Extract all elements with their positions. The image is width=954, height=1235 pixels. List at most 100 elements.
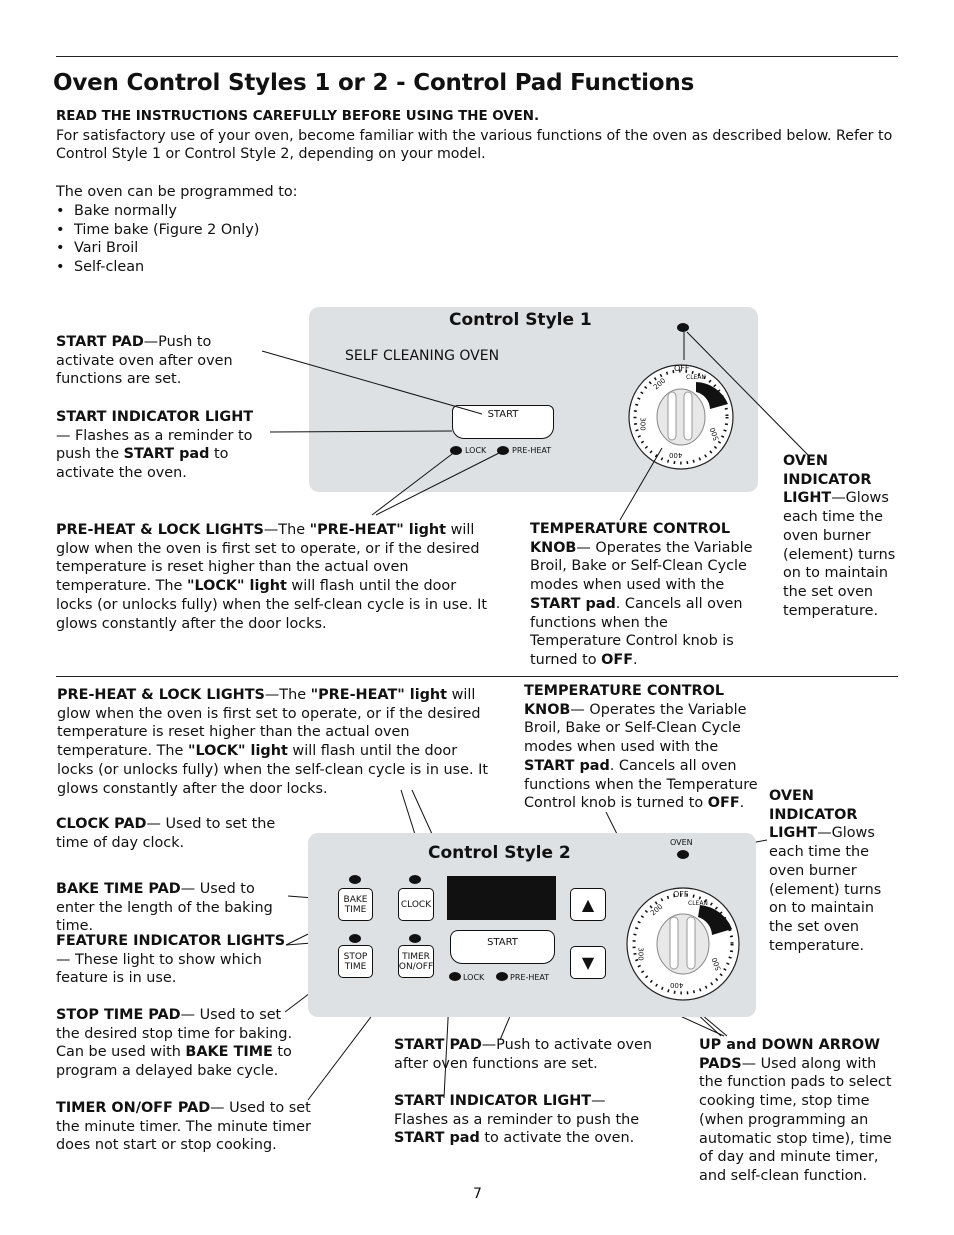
desc: —Push to activate oven after oven functi…	[394, 1037, 653, 1072]
term: PRE-HEAT & LOCK LIGHTS	[56, 522, 264, 538]
bake-time-pad[interactable]: BAKE TIME	[338, 888, 373, 921]
timer-on-off-pad[interactable]: TIMER ON/OFF	[398, 945, 434, 978]
bold: START pad	[530, 595, 616, 612]
bold: "LOCK" light	[186, 578, 287, 595]
desc: —Glows each time the oven burner (elemen…	[769, 825, 882, 954]
desc: .	[633, 651, 638, 668]
knob2-400: 400	[670, 981, 684, 989]
control-style-1-heading: Control Style 1	[449, 310, 592, 330]
lock-light-1	[450, 446, 462, 455]
list-item: Vari Broil	[56, 239, 906, 258]
desc: to activate the oven.	[56, 446, 229, 482]
self-cleaning-oven-label: SELF CLEANING OVEN	[345, 348, 500, 364]
list-item: Time bake (Figure 2 Only)	[56, 221, 906, 240]
term: START INDICATOR LIGHT	[56, 409, 254, 425]
desc: — Used along with the function pads to s…	[699, 1055, 892, 1184]
preheat-label-1: PRE-HEAT	[512, 446, 552, 455]
bold: "PRE-HEAT" light	[309, 522, 447, 538]
desc: — Flashes as a reminder to push the	[56, 427, 253, 463]
temp-knob-1-desc: TEMPERATURE CONTROL KNOB— Operates the V…	[530, 520, 755, 670]
page-number: 7	[473, 1186, 482, 1202]
oven-indicator-light-2	[677, 850, 689, 859]
desc: — Used to set the time of day clock.	[56, 816, 276, 851]
bold: "LOCK" light	[187, 743, 288, 760]
bold: OFF	[601, 651, 634, 668]
desc: —The	[263, 522, 310, 538]
start-light-1-desc: START INDICATOR LIGHT — Flashes as a remi…	[56, 408, 256, 483]
term: START PAD	[56, 334, 144, 350]
oven-light-1-desc: OVEN INDICATOR LIGHT—Glows each time the…	[783, 452, 903, 620]
knob2-300: 300	[636, 947, 645, 961]
term: OVEN INDICATOR LIGHT	[769, 788, 858, 842]
term: START INDICATOR LIGHT	[394, 1093, 592, 1109]
stop-time-indicator	[349, 934, 361, 943]
oven-label-2: OVEN	[670, 838, 693, 847]
desc: will glow when the oven is first set to …	[56, 522, 480, 595]
desc: — These light to show which feature is i…	[56, 951, 262, 987]
desc: .	[739, 795, 745, 812]
feature-lights-desc: FEATURE INDICATOR LIGHTS — These light to…	[56, 932, 291, 988]
knob1-off: OFF	[674, 364, 690, 373]
desc: will flash until the door locks (or unlo…	[56, 578, 488, 632]
desc: — Used to set the minute timer. The minu…	[56, 1100, 311, 1154]
start-pad-2-desc: START PAD—Push to activate oven after ov…	[394, 1036, 654, 1073]
desc: . Cancels all oven functions when the Te…	[524, 757, 758, 812]
temperature-control-knob-1[interactable]	[626, 362, 736, 472]
bake-time-indicator	[349, 875, 361, 884]
down-arrow-pad[interactable]: ▼	[570, 946, 606, 979]
page-title: Oven Control Styles 1 or 2 - Control Pad…	[53, 70, 695, 96]
lock-label-2: LOCK	[463, 973, 485, 982]
program-list: Bake normally Time bake (Figure 2 Only) …	[56, 202, 906, 277]
up-arrow-pad[interactable]: ▲	[570, 888, 606, 921]
stop-time-pad[interactable]: STOP TIME	[338, 945, 373, 978]
term: OVEN INDICATOR LIGHT	[783, 453, 872, 507]
term: BAKE TIME PAD	[56, 881, 181, 897]
display-window	[447, 876, 556, 920]
start-pad-1-label: START	[487, 409, 519, 420]
list-item: Self-clean	[56, 258, 906, 277]
term: TEMPERATURE CONTROL KNOB	[524, 683, 725, 718]
oven-light-2-desc: OVEN INDICATOR LIGHT—Glows each time the…	[769, 787, 894, 955]
term: UP and DOWN ARROW PADS	[699, 1037, 881, 1072]
timer-pad-desc: TIMER ON/OFF PAD— Used to set the minute…	[56, 1099, 331, 1155]
lock-light-2	[449, 972, 461, 981]
desc: — Operates the Variable Broil, Bake or S…	[524, 701, 747, 756]
list-item: Bake normally	[56, 202, 906, 221]
bake-time-pad-desc: BAKE TIME PAD— Used to enter the length …	[56, 880, 296, 936]
start-pad-2[interactable]: START	[450, 930, 555, 964]
desc: . Cancels all oven functions when the Te…	[530, 595, 743, 668]
intro-programmed: The oven can be programmed to:	[56, 184, 298, 201]
intro-section: READ THE INSTRUCTIONS CAREFULLY BEFORE U…	[56, 108, 906, 277]
temperature-control-knob-2[interactable]	[624, 885, 742, 1003]
preheat-light-1	[497, 446, 509, 455]
term: CLOCK PAD	[56, 816, 147, 832]
term: FEATURE INDICATOR LIGHTS	[56, 933, 286, 949]
term: TIMER ON/OFF PAD	[56, 1100, 211, 1116]
clock-pad[interactable]: CLOCK	[398, 888, 434, 921]
knob1-clean: CLEAN	[686, 374, 706, 381]
intro-warning: READ THE INSTRUCTIONS CAREFULLY BEFORE U…	[56, 109, 540, 124]
knob2-clean: CLEAN	[688, 900, 708, 907]
desc: —Push to activate oven after oven functi…	[56, 334, 233, 388]
desc: to program a delayed bake cycle.	[56, 1044, 292, 1080]
preheat-label-2: PRE-HEAT	[510, 973, 550, 982]
stop-time-pad-desc: STOP TIME PAD— Used to set the desired s…	[56, 1006, 296, 1081]
clock-pad-desc: CLOCK PAD— Used to set the time of day c…	[56, 815, 281, 852]
intro-line1: For satisfactory use of your oven, becom…	[56, 127, 893, 144]
bold: "PRE-HEAT" light	[310, 687, 448, 703]
section-rule	[56, 676, 898, 677]
start-pad-1-desc: START PAD—Push to activate oven after ov…	[56, 333, 246, 389]
desc: —Flashes as a reminder to push the	[394, 1093, 640, 1128]
timer-indicator	[409, 934, 421, 943]
bold: START pad	[524, 757, 610, 774]
oven-indicator-light-1	[677, 323, 689, 332]
knob2-off: OFF	[673, 890, 689, 899]
desc: — Used to enter the length of the baking…	[56, 881, 273, 935]
desc: — Operates the Variable Broil, Bake or S…	[530, 539, 753, 594]
term: PRE-HEAT & LOCK LIGHTS	[57, 687, 265, 703]
preheat-lock-2-desc: PRE-HEAT & LOCK LIGHTS—The "PRE-HEAT" li…	[57, 686, 489, 798]
term: STOP TIME PAD	[56, 1007, 181, 1023]
top-rule	[56, 56, 898, 57]
start-pad-2-label: START	[487, 937, 518, 948]
arrow-pads-desc: UP and DOWN ARROW PADS— Used along with …	[699, 1036, 899, 1186]
